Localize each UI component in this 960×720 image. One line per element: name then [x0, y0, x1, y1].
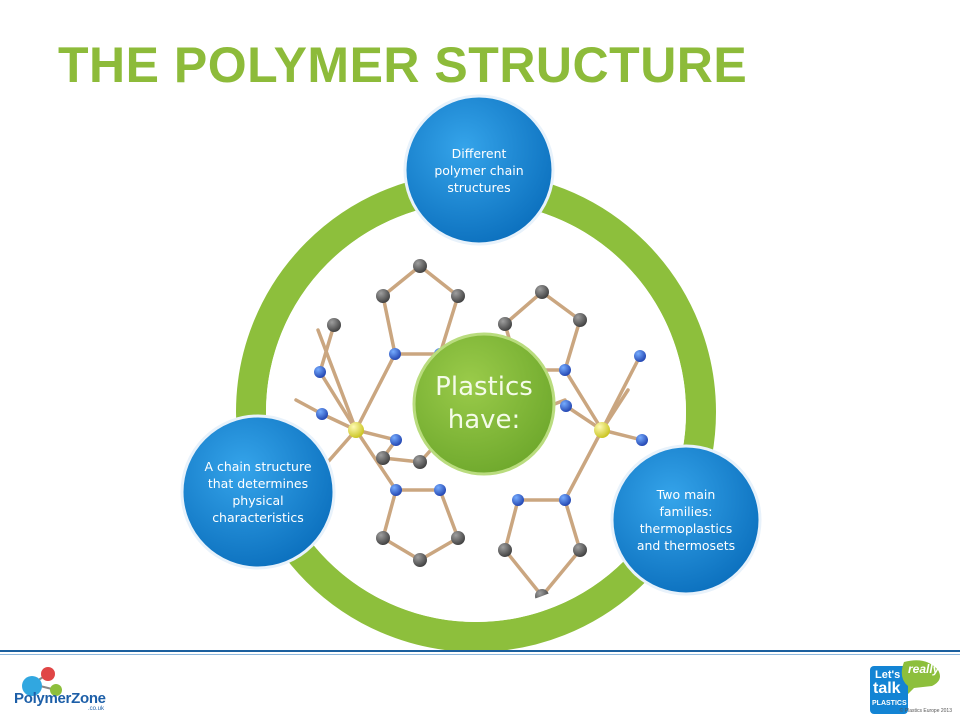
- lets-talk-plastics-logo: Let's talk PLASTICS really: [842, 658, 946, 716]
- logo-really: really: [908, 662, 940, 676]
- center-label: Plastics have:: [435, 372, 533, 435]
- node-right-circle: [610, 444, 762, 596]
- node-top-label: Different polymer chain structures: [434, 145, 524, 195]
- logo-plastics: PLASTICS: [872, 700, 907, 707]
- center-node: [412, 332, 556, 476]
- logo-talk: talk: [873, 680, 901, 697]
- node-left-label: A chain structure that determines physic…: [204, 459, 312, 525]
- molecule-image: [294, 259, 648, 603]
- logo-lets: Let's: [875, 669, 901, 681]
- polymerzone-logo-sub: .co.uk: [88, 706, 105, 712]
- polymer-diagram: [180, 94, 762, 650]
- polymerzone-logo-icon: [22, 667, 62, 696]
- node-right-label: Two main families: thermoplastics and th…: [636, 487, 736, 553]
- footer-rule-thin: [0, 654, 960, 655]
- copyright: © Plastics Europe 2013: [899, 708, 952, 714]
- polymerzone-logo-text: PolymerZone: [14, 690, 106, 707]
- node-top-circle: [403, 94, 555, 246]
- page-title: THE POLYMER STRUCTURE: [58, 37, 748, 93]
- footer-rule: [0, 650, 960, 652]
- node-left-circle: [180, 414, 336, 570]
